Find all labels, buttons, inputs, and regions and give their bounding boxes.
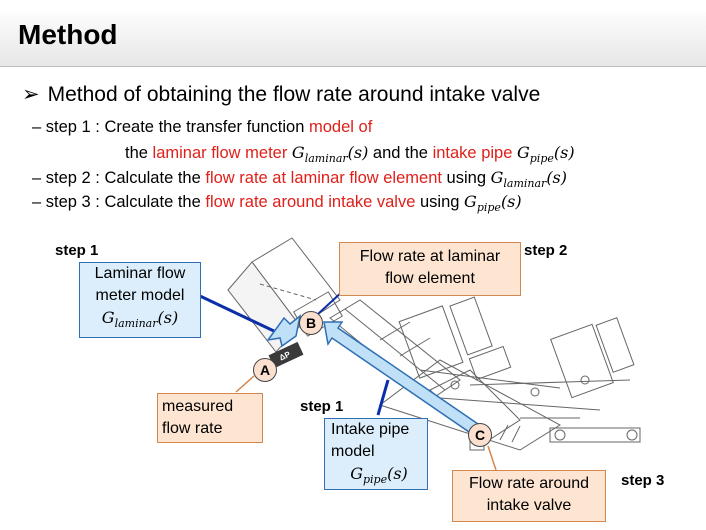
step1-red-pipe: intake pipe [432, 144, 513, 162]
step1-red-model: model of [309, 118, 373, 136]
step2-label: step 2 [524, 242, 568, 259]
step1-math-pipe: Gpipe(s) [516, 143, 575, 166]
step1-red-laminar: laminar flow meter [152, 144, 288, 162]
step1-prefix: – step 1 : Create the transfer function [32, 118, 309, 136]
math-arg: (s) [500, 192, 522, 211]
step2-red: flow rate at laminar flow element [205, 169, 442, 187]
bullet-arrow-icon: ➢ [22, 83, 40, 106]
laminar-model-line1: Laminar flow [94, 265, 186, 282]
marker-b: B [299, 311, 323, 335]
math-g: G [350, 464, 363, 483]
math-g: G [464, 192, 477, 211]
marker-c: C [468, 423, 492, 447]
flow-laminar-line1: Flow rate at laminar [359, 248, 501, 265]
intake-model-math: Gpipe(s) [331, 463, 427, 491]
step1-line2: the laminar flow meter Glaminar(s) and t… [125, 143, 575, 165]
math-g: G [516, 143, 530, 162]
step2-line: – step 2 : Calculate the flow rate at la… [32, 168, 567, 190]
laminar-model-line2: meter model [95, 287, 185, 304]
math-sub: laminar [304, 152, 348, 166]
marker-a: A [253, 358, 277, 382]
step3-mid: using [415, 193, 465, 211]
step3-prefix: – step 3 : Calculate the [32, 193, 206, 211]
math-sub: pipe [476, 201, 501, 215]
step1-l2-mid: and the [368, 144, 433, 162]
valve-line2: intake valve [486, 497, 572, 514]
math-sub: laminar [114, 317, 158, 331]
math-g: G [490, 168, 504, 187]
valve-line1: Flow rate around [468, 475, 590, 492]
step3-math: Gpipe(s) [464, 192, 522, 215]
measured-line2: flow rate [162, 420, 223, 437]
pressure-sensor [268, 341, 304, 369]
arrow-a-to-b [266, 314, 302, 348]
headline-text: Method of obtaining the flow rate around… [47, 83, 541, 106]
math-g: G [291, 143, 305, 162]
flow-laminar-box: Flow rate at laminar flow element [339, 242, 521, 296]
step2-mid: using [441, 169, 491, 187]
measured-line1: measured [162, 398, 234, 415]
actuator-1 [398, 305, 464, 379]
flow-laminar-line2: flow element [385, 270, 475, 287]
intake-line1: Intake pipe [331, 421, 410, 438]
math-arg: (s) [553, 143, 575, 162]
math-arg: (s) [546, 168, 568, 187]
intake-model-box: Intake pipe model Gpipe(s) [324, 418, 428, 490]
math-arg: (s) [347, 143, 369, 162]
title-band [0, 12, 706, 67]
math-g: G [101, 308, 115, 327]
valve-flow-box: Flow rate around intake valve [452, 470, 606, 522]
connector-laminar [199, 294, 277, 334]
step3-line: – step 3 : Calculate the flow rate aroun… [32, 192, 522, 214]
laminar-model-box: Laminar flow meter model Glaminar(s) [79, 262, 201, 338]
step1-l2-pre: the [125, 144, 153, 162]
step2-prefix: – step 2 : Calculate the [32, 169, 206, 187]
step1-math-laminar: Glaminar(s) [291, 143, 369, 166]
actuator-2 [550, 323, 614, 399]
measured-box: measured flow rate [157, 393, 263, 443]
math-sub: laminar [503, 177, 547, 191]
math-arg: (s) [157, 308, 179, 327]
step3-red: flow rate around intake valve [205, 193, 416, 211]
math-sub: pipe [529, 152, 554, 166]
crank-rod [549, 427, 641, 443]
connector-intake [376, 379, 390, 416]
math-sub: pipe [362, 473, 388, 487]
step1-label-top: step 1 [55, 242, 99, 259]
math-arg: (s) [387, 464, 408, 483]
laminar-model-math: Glaminar(s) [80, 307, 200, 335]
step1-label-mid: step 1 [300, 398, 344, 415]
step2-math: Glaminar(s) [490, 168, 568, 191]
slide-title: Method [18, 19, 118, 50]
intake-line2: model [331, 443, 375, 460]
step1-line1: – step 1 : Create the transfer function … [32, 118, 372, 137]
step3-label: step 3 [621, 472, 665, 489]
headline: ➢ Method of obtaining the flow rate aroun… [22, 82, 540, 107]
